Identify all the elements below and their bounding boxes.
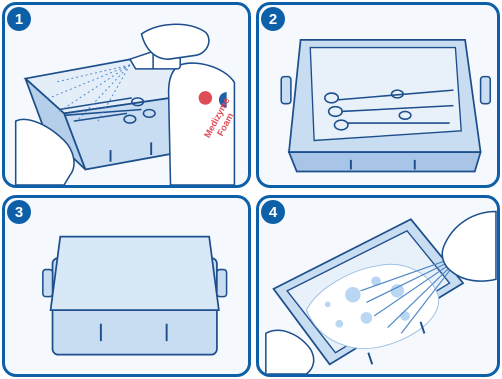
tray-handle xyxy=(43,270,53,297)
step-4-illustration xyxy=(259,198,497,374)
right-hand-icon xyxy=(442,212,496,282)
step-1-panel: 1 xyxy=(2,2,251,188)
left-hand-icon xyxy=(266,330,314,374)
step-2-panel: 2 xyxy=(256,2,500,188)
step-3-panel: 3 xyxy=(2,195,251,377)
tray-inner xyxy=(310,48,461,141)
tray-handle xyxy=(217,270,227,297)
tray-handle xyxy=(481,77,491,104)
step-1-illustration: Medizyme Foam xyxy=(5,5,248,185)
step-4-badge: 4 xyxy=(261,200,285,224)
tray-handle xyxy=(281,77,291,104)
step-3-illustration xyxy=(5,198,248,374)
step-4-panel: 4 xyxy=(256,195,500,377)
tray-foot xyxy=(368,353,372,365)
step-1-badge: 1 xyxy=(7,7,31,31)
step-2-illustration xyxy=(259,5,497,185)
tray-front-wall xyxy=(289,152,481,171)
step-3-badge: 3 xyxy=(7,200,31,224)
step-2-badge: 2 xyxy=(261,7,285,31)
tray-lid-icon xyxy=(51,237,219,310)
